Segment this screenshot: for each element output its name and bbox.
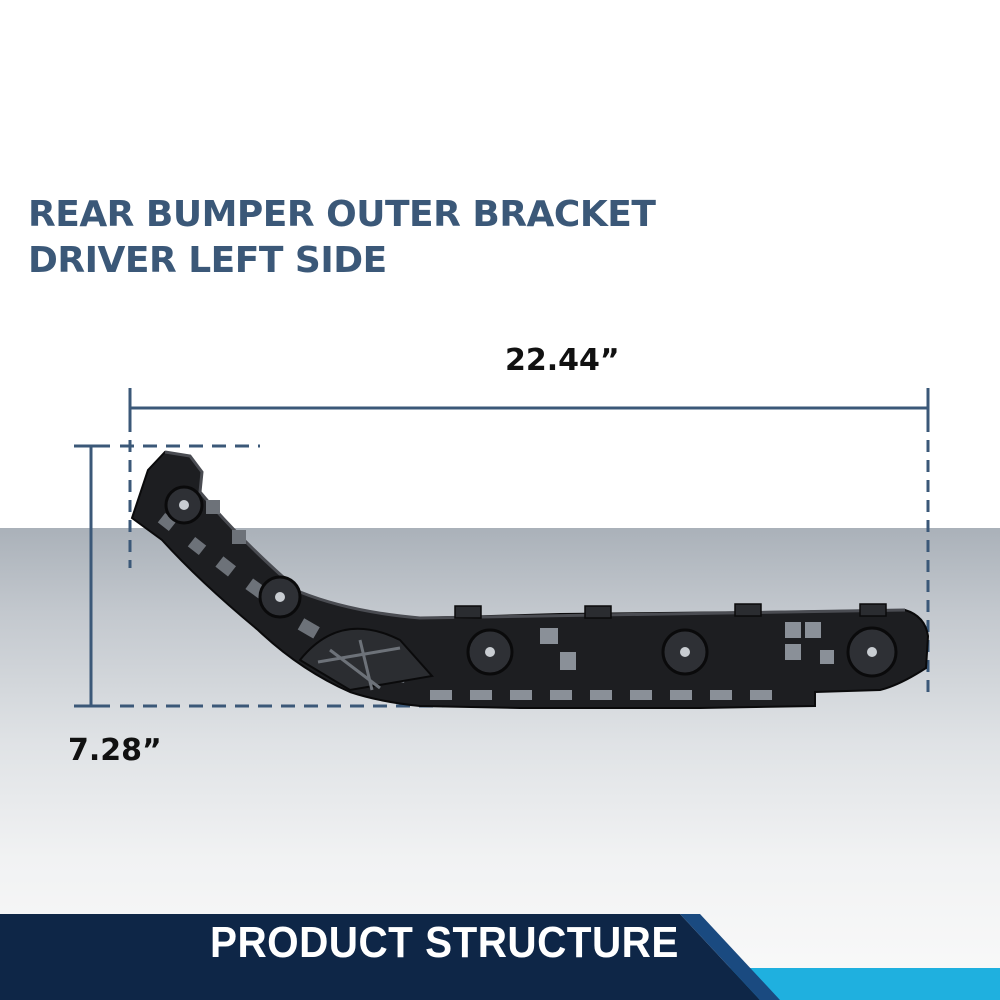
banner-background — [0, 914, 1000, 1000]
width-dimension-line — [128, 388, 930, 695]
bumper-bracket-image — [130, 450, 930, 709]
height-dimension-label: 7.28” — [68, 733, 162, 768]
width-dimension-label: 22.44” — [505, 343, 620, 378]
banner-label: PRODUCT STRUCTURE — [210, 918, 679, 967]
product-title: REAR BUMPER OUTER BRACKET DRIVER LEFT SI… — [28, 192, 656, 284]
product-title-line-2: DRIVER LEFT SIDE — [28, 240, 387, 281]
mounting-holes — [164, 485, 898, 678]
product-title-line-1: REAR BUMPER OUTER BRACKET — [28, 194, 656, 235]
